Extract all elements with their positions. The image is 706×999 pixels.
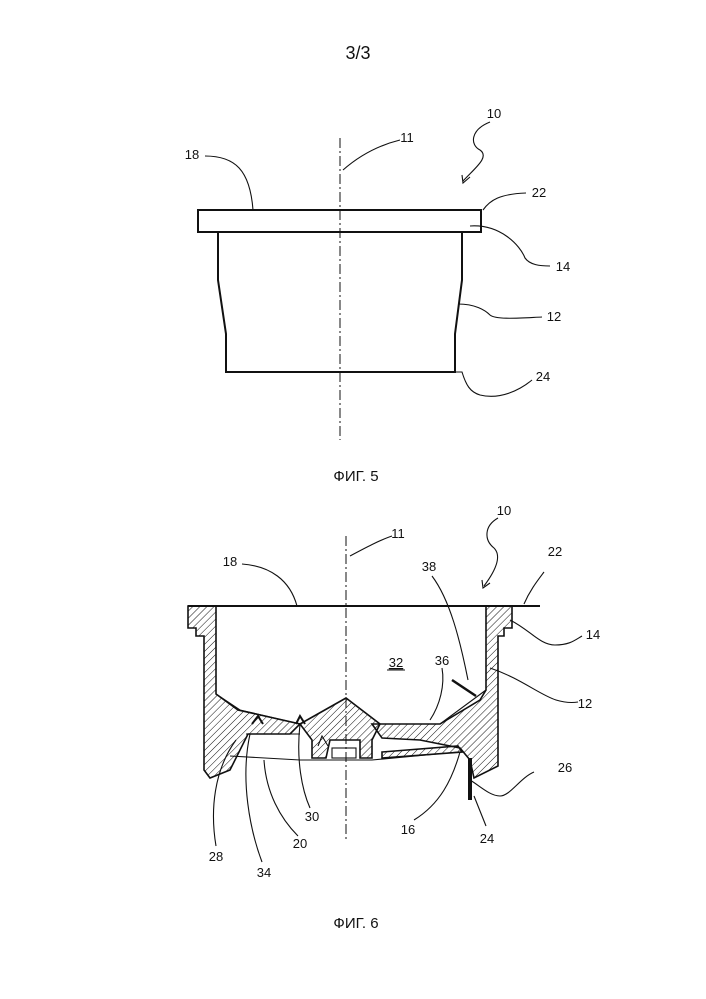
- fig6-leader-18: [242, 564, 297, 606]
- fig5-label-14: 14: [556, 259, 570, 274]
- figure-6: 10 11 18 22 38 32 36 14 12 26 24 16 30 2…: [188, 503, 600, 932]
- fig6-label-11: 11: [391, 526, 405, 541]
- fig5-leader-11: [343, 140, 400, 170]
- fig5-label-10: 10: [487, 106, 501, 121]
- fig5-label-22: 22: [532, 185, 546, 200]
- fig6-label-10: 10: [497, 503, 511, 518]
- fig6-label-16: 16: [401, 822, 415, 837]
- fig6-label-12: 12: [578, 696, 592, 711]
- fig6-leader-30: [299, 724, 310, 808]
- fig6-label-34: 34: [257, 865, 271, 880]
- fig6-label-30: 30: [305, 809, 319, 824]
- fig6-leader-22: [524, 572, 544, 604]
- fig6-label-24: 24: [480, 831, 494, 846]
- fig5-leader-12: [458, 304, 542, 318]
- fig5-leader-10: [463, 122, 490, 181]
- fig6-leader-34: [246, 734, 262, 862]
- fig6-label-38: 38: [422, 559, 436, 574]
- fig5-leader-18: [205, 156, 253, 210]
- fig6-tear-element: [452, 680, 476, 696]
- fig6-leader-11: [350, 536, 392, 556]
- fig6-label-32: 32: [389, 655, 403, 670]
- fig5-label-18: 18: [185, 147, 199, 162]
- fig6-seal-strip: [382, 746, 462, 758]
- fig6-leader-36: [430, 668, 443, 720]
- fig6-leader-24: [474, 796, 486, 826]
- fig5-leader-22: [483, 193, 526, 210]
- fig6-label-18: 18: [223, 554, 237, 569]
- fig6-leader-12: [490, 668, 578, 703]
- fig5-label-24: 24: [536, 369, 550, 384]
- fig5-caption: ФИГ. 5: [333, 468, 378, 485]
- fig6-caption: ФИГ. 6: [333, 915, 378, 932]
- fig6-label-22: 22: [548, 544, 562, 559]
- fig6-label-36: 36: [435, 653, 449, 668]
- fig5-label-12: 12: [547, 309, 561, 324]
- fig6-leader-20: [264, 760, 298, 836]
- fig6-boss-valve: [332, 748, 356, 758]
- fig6-label-26: 26: [558, 760, 572, 775]
- fig6-label-14: 14: [586, 627, 600, 642]
- fig6-label-20: 20: [293, 836, 307, 851]
- sheet-number: 3/3: [345, 43, 370, 63]
- fig6-label-28: 28: [209, 849, 223, 864]
- fig6-leader-10: [484, 518, 498, 586]
- figure-5: 10 11 18 22 14 12 24 ФИГ. 5: [185, 106, 570, 485]
- fig6-leader-16: [414, 752, 460, 820]
- fig6-left-wall-section: [188, 606, 300, 778]
- fig5-label-11: 11: [400, 130, 414, 145]
- fig5-leader-24: [455, 372, 532, 396]
- fig6-leader-14: [510, 620, 582, 645]
- fig5-arrow-10: [462, 175, 470, 183]
- fig6-central-boss-section: [300, 698, 380, 758]
